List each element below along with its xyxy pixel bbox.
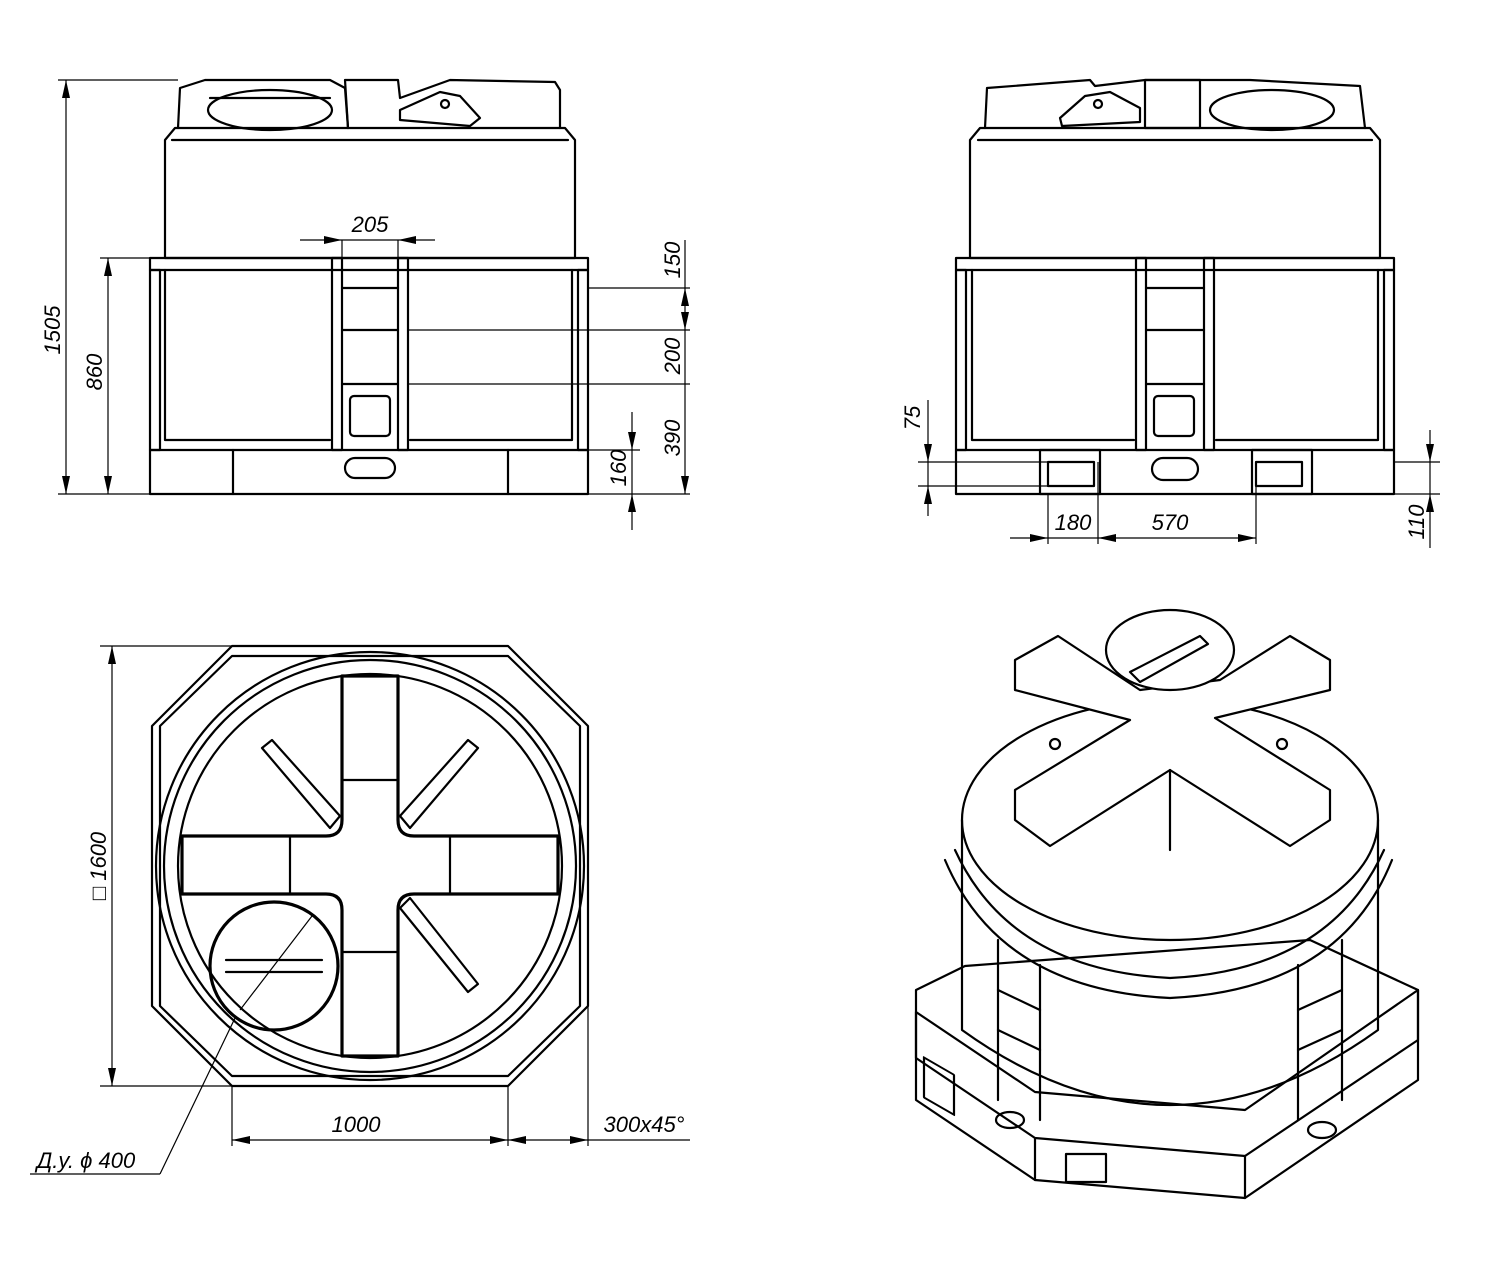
dim-1600: □ 1600 (86, 831, 111, 900)
dim-chamfer: 300x45° (604, 1112, 685, 1137)
dim-75: 75 (900, 405, 925, 430)
dim-1000: 1000 (332, 1112, 382, 1137)
dim-150: 150 (660, 241, 685, 278)
dim-200: 200 (660, 337, 685, 375)
plan-view: □ 1600 1000 300x45° Д.у. ϕ 400 (30, 644, 690, 1175)
dim-180: 180 (1055, 510, 1092, 535)
dim-hatch: Д.у. ϕ 400 (34, 1148, 136, 1173)
dim-570: 570 (1152, 510, 1189, 535)
dim-860: 860 (82, 353, 107, 390)
dim-390: 390 (660, 419, 685, 456)
dim-1505: 1505 (40, 305, 65, 355)
dim-205: 205 (351, 212, 389, 237)
dim-160: 160 (606, 449, 631, 486)
front-view: 1505 860 205 150 200 390 160 (40, 78, 690, 530)
isometric-view (914, 608, 1420, 1200)
dim-110: 110 (1404, 504, 1429, 540)
side-view: 75 180 570 110 (900, 78, 1440, 548)
